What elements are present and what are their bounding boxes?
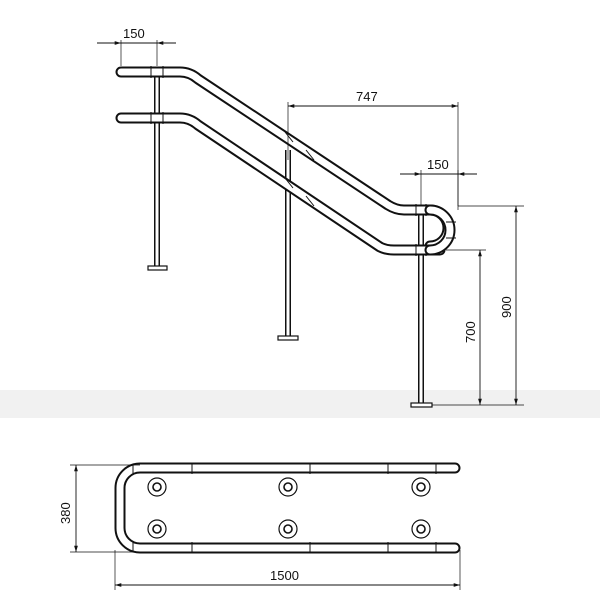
post-left: [147, 76, 168, 271]
dimension-150-right: 150: [400, 157, 477, 206]
top-view: 380 1500: [58, 462, 461, 590]
floor-band: [0, 390, 600, 418]
dim-label-380: 380: [58, 502, 73, 524]
flange-2: [278, 477, 298, 497]
top-rail-joints: [132, 464, 437, 552]
flange-5: [278, 519, 298, 539]
lower-rail: [115, 112, 446, 256]
dimension-900: 900: [458, 205, 524, 405]
rail-loop-end: [424, 204, 456, 256]
flange-4: [147, 519, 167, 539]
flange-6: [411, 519, 431, 539]
dim-label-747: 747: [356, 89, 378, 104]
post-right: [410, 210, 433, 408]
dim-label-900: 900: [499, 296, 514, 318]
dim-label-150-left: 150: [123, 26, 145, 41]
flange-1: [147, 477, 167, 497]
dim-label-150-right: 150: [427, 157, 449, 172]
rail-joints: [150, 66, 427, 256]
dim-label-1500: 1500: [270, 568, 299, 583]
flange-3: [411, 477, 431, 497]
dimension-1500: 1500: [114, 550, 461, 590]
dim-label-700: 700: [463, 321, 478, 343]
side-view: 150 747 150 700 900: [97, 26, 524, 408]
upper-rail: [115, 66, 454, 252]
dimension-700: 700: [432, 249, 524, 406]
dimension-150-left: 150: [97, 26, 176, 66]
dimension-380: 380: [58, 464, 140, 553]
